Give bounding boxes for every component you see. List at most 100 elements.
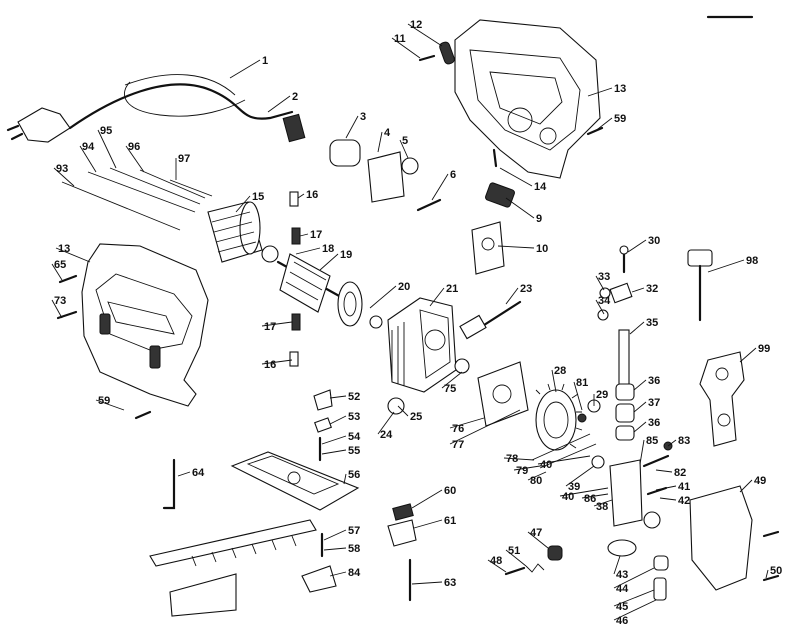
leader-line-45 bbox=[613, 589, 655, 607]
clip-52 bbox=[313, 389, 333, 411]
wire-set bbox=[61, 167, 213, 231]
leader-line-98 bbox=[707, 259, 745, 273]
part-label-25: 25 bbox=[410, 411, 422, 423]
guide-plate bbox=[477, 361, 529, 427]
leader-line-42 bbox=[659, 497, 677, 501]
leader-line-99 bbox=[739, 347, 757, 363]
part-label-65: 65 bbox=[54, 259, 66, 271]
leader-line-39 bbox=[565, 465, 595, 487]
roller-assembly bbox=[699, 351, 745, 447]
switch-knob bbox=[401, 157, 419, 175]
leader-line-15 bbox=[235, 195, 251, 213]
part-label-40: 40 bbox=[540, 459, 552, 471]
part-label-61: 61 bbox=[444, 515, 456, 527]
part-label-80: 80 bbox=[530, 475, 542, 487]
part-label-94: 94 bbox=[82, 141, 95, 153]
part-label-20: 20 bbox=[398, 281, 410, 293]
leader-line-59 bbox=[593, 117, 613, 133]
left-housing bbox=[56, 243, 209, 420]
leader-line-51 bbox=[505, 549, 527, 567]
armature bbox=[276, 253, 383, 329]
ring-81 bbox=[577, 413, 587, 423]
part-label-59: 59 bbox=[614, 113, 626, 125]
part-label-6: 6 bbox=[450, 169, 456, 181]
plunger-assembly bbox=[597, 245, 669, 601]
leader-line-24 bbox=[377, 411, 395, 435]
part-label-39: 39 bbox=[568, 481, 580, 493]
leader-line-52 bbox=[329, 395, 347, 399]
leader-line-73 bbox=[51, 299, 63, 319]
leader-line-78 bbox=[503, 457, 535, 461]
brush-cap bbox=[289, 191, 299, 207]
leader-line-64 bbox=[177, 471, 191, 477]
part-label-1: 1 bbox=[262, 55, 268, 67]
part-label-11: 11 bbox=[394, 33, 406, 45]
leader-line-79 bbox=[513, 465, 541, 471]
carbon-brush-lower bbox=[291, 313, 301, 331]
part-label-52: 52 bbox=[348, 391, 360, 403]
part-label-97: 97 bbox=[178, 153, 190, 165]
part-label-16: 16 bbox=[306, 189, 318, 201]
leader-line-93 bbox=[53, 167, 75, 187]
part-label-48: 48 bbox=[490, 555, 502, 567]
part-label-36: 36 bbox=[648, 375, 660, 387]
leader-line-76 bbox=[449, 417, 485, 429]
part-label-15: 15 bbox=[252, 191, 264, 203]
part-label-54: 54 bbox=[348, 431, 361, 443]
part-label-36: 36 bbox=[648, 417, 660, 429]
switch bbox=[367, 151, 405, 203]
leader-line-33 bbox=[595, 275, 605, 291]
part-label-41: 41 bbox=[678, 481, 690, 493]
part-label-58: 58 bbox=[348, 543, 360, 555]
leader-line-61 bbox=[413, 519, 443, 529]
capacitor bbox=[329, 139, 361, 167]
leader-line-86 bbox=[581, 493, 609, 499]
leader-line-20 bbox=[369, 285, 397, 309]
part-label-10: 10 bbox=[536, 243, 548, 255]
part-label-21: 21 bbox=[446, 283, 458, 295]
part-label-29: 29 bbox=[596, 389, 608, 401]
part-label-96: 96 bbox=[128, 141, 140, 153]
leader-line-35 bbox=[629, 321, 645, 335]
leader-line-37 bbox=[633, 401, 647, 413]
part-label-2: 2 bbox=[292, 91, 298, 103]
leader-line-82 bbox=[655, 469, 673, 473]
leader-line-36 bbox=[633, 379, 647, 391]
part-label-85: 85 bbox=[646, 435, 658, 447]
leader-line-80 bbox=[527, 471, 547, 481]
leader-line-77 bbox=[449, 409, 521, 445]
leader-line-65 bbox=[51, 263, 63, 281]
clamp-arm bbox=[687, 249, 713, 322]
part-label-76: 76 bbox=[452, 423, 464, 435]
part-label-5: 5 bbox=[402, 135, 408, 147]
part-label-38: 38 bbox=[596, 501, 608, 513]
leader-line-40 bbox=[559, 487, 609, 497]
leader-line-59 bbox=[95, 399, 125, 411]
leader-line-5 bbox=[399, 139, 409, 159]
part-label-57: 57 bbox=[348, 525, 360, 537]
part-label-46: 46 bbox=[616, 615, 628, 627]
drive-gear bbox=[535, 383, 583, 451]
carbon-brush bbox=[291, 227, 301, 245]
gear-housing bbox=[387, 297, 457, 393]
leader-line-41 bbox=[655, 485, 677, 491]
brush-plate bbox=[485, 182, 515, 208]
part-label-43: 43 bbox=[616, 569, 628, 581]
part-label-59: 59 bbox=[98, 395, 110, 407]
part-label-56: 56 bbox=[348, 469, 360, 481]
leader-line-17 bbox=[261, 321, 293, 327]
part-label-40: 40 bbox=[562, 491, 574, 503]
leader-line-16 bbox=[297, 193, 305, 199]
part-label-12: 12 bbox=[410, 19, 422, 31]
leader-line-95 bbox=[97, 129, 117, 169]
part-label-51: 51 bbox=[508, 545, 520, 557]
leader-line-44 bbox=[613, 567, 655, 589]
power-cord bbox=[6, 74, 306, 143]
part-label-44: 44 bbox=[616, 583, 629, 595]
leader-line-12 bbox=[407, 23, 443, 47]
base-plate bbox=[230, 451, 360, 511]
leader-line-49 bbox=[739, 479, 753, 493]
clamp-84 bbox=[301, 565, 337, 593]
